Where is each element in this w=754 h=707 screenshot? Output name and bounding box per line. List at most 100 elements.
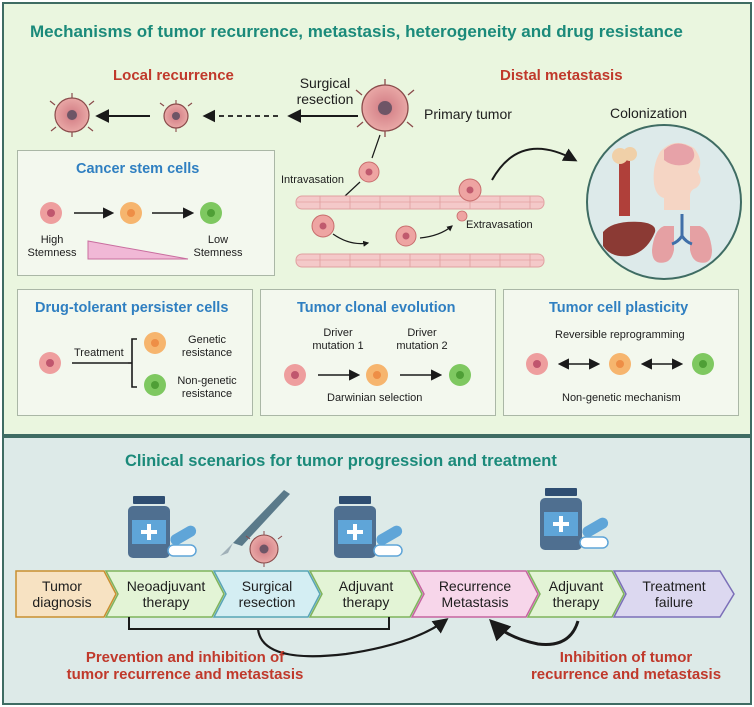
surgical-resection-line-1: Surgical	[299, 75, 351, 91]
tumor-cell-icon	[311, 214, 335, 238]
stem-cell-icon	[284, 364, 471, 386]
step-line-1: Surgical	[241, 577, 293, 594]
capsule-icon	[579, 517, 609, 549]
primary-tumor-icon	[355, 79, 415, 137]
medicine-bottle-icon	[128, 496, 170, 558]
driver-mutation-1-line-2: mutation 1	[312, 339, 364, 352]
stem-cell-icon	[39, 332, 166, 396]
tumor-cell-icon	[358, 161, 380, 183]
treatment-label: Treatment	[74, 347, 124, 359]
tumor-cell-icon	[245, 531, 283, 567]
step-line-2: therapy	[552, 594, 600, 610]
low-stemness-line-1: Low	[207, 234, 229, 246]
distal-metastasis-label: Distal metastasis	[500, 67, 623, 84]
primary-tumor-label: Primary tumor	[424, 106, 512, 122]
tumor-clonal-evolution-title: Tumor clonal evolution	[297, 300, 456, 316]
step-line-2: failure	[654, 594, 694, 610]
surgical-resection-line-2: resection	[296, 91, 354, 108]
reversible-reprogramming-label: Reversible reprogramming	[555, 329, 685, 341]
lungs-icon	[652, 214, 712, 263]
inhibition-label: Inhibition of tumor recurrence and metas…	[512, 649, 740, 684]
capsule-icon	[167, 525, 197, 557]
tumor-cell-plasticity-box	[503, 289, 739, 416]
stem-cell-icon	[526, 353, 714, 375]
step-line-2: Metastasis	[441, 594, 509, 610]
driver-mutation-2-line-2: mutation 2	[396, 339, 448, 352]
tumor-cell-icon	[458, 178, 482, 202]
step-line-1: Tumor	[42, 577, 82, 594]
step-adjuvant-therapy-2	[526, 570, 625, 618]
step-line-1: Neoadjuvant	[126, 577, 206, 594]
non-genetic-resistance-label: Non-genetic resistance	[171, 375, 243, 400]
step-line-1: Adjuvant	[548, 577, 604, 594]
high-stemness-label: High Stemness	[22, 234, 82, 259]
step-line-2: resection	[238, 594, 296, 610]
medicine-bottle-icon	[540, 488, 582, 550]
step-line-2: diagnosis	[32, 594, 92, 610]
step-adjuvant-therapy	[308, 570, 423, 618]
genetic-resistance-line-2: resistance	[181, 346, 233, 359]
tumor-cell-icon	[395, 225, 417, 247]
tumor-clonal-evolution-box	[260, 289, 496, 416]
step-surgical-resection	[212, 570, 321, 618]
driver-mutation-2-label: Driver mutation 2	[392, 327, 452, 352]
step-tumor-diagnosis	[15, 570, 117, 618]
liver-icon	[603, 221, 656, 257]
darwinian-selection-label: Darwinian selection	[327, 392, 423, 404]
non-genetic-resistance-line-1: Non-genetic	[177, 375, 237, 387]
step-treatment-failure	[612, 570, 735, 618]
high-stemness-line-1: High	[40, 234, 64, 246]
low-stemness-label: Low Stemness	[188, 234, 248, 259]
step-line-1: Recurrence	[438, 577, 512, 594]
mechanisms-title: Mechanisms of tumor recurrence, metastas…	[30, 22, 683, 41]
brain-head-icon	[653, 142, 701, 210]
surgical-resection-label: Surgical resection	[280, 75, 370, 107]
low-stemness-line-2: Stemness	[193, 246, 243, 259]
colonization-label: Colonization	[610, 105, 688, 121]
drug-tolerant-persister-title: Drug-tolerant persister cells	[35, 300, 229, 316]
driver-mutation-1-line-1: Driver	[323, 327, 353, 339]
intravasation-label: Intravasation	[281, 174, 344, 186]
cancer-stem-cells-title: Cancer stem cells	[76, 161, 200, 177]
non-genetic-resistance-line-2: resistance	[181, 387, 233, 400]
tumor-cell-icon	[159, 100, 193, 132]
clinical-scenarios-title: Clinical scenarios for tumor progression…	[125, 452, 557, 470]
blood-vessel-icon	[295, 195, 545, 268]
local-recurrence-label: Local recurrence	[113, 67, 234, 84]
tumor-cell-plasticity-title: Tumor cell plasticity	[549, 300, 689, 316]
stemness-gradient-triangle	[87, 240, 189, 260]
medicine-bottle-icon	[334, 496, 376, 558]
capsule-icon	[373, 525, 403, 557]
driver-mutation-2-line-1: Driver	[407, 327, 437, 339]
step-line-2: therapy	[142, 594, 190, 610]
genetic-resistance-label: Genetic resistance	[171, 334, 243, 359]
high-stemness-line-2: Stemness	[27, 246, 77, 259]
step-neoadjuvant-therapy	[104, 570, 225, 618]
bone-icon	[612, 147, 637, 216]
extravasation-label: Extravasation	[466, 219, 533, 231]
prevention-line-2: tumor recurrence and metastasis	[66, 666, 304, 684]
tumor-cell-icon	[49, 93, 95, 137]
prevention-label: Prevention and inhibition of tumor recur…	[40, 649, 330, 684]
step-recurrence-metastasis	[410, 570, 539, 618]
stem-cell-icon	[40, 202, 222, 224]
step-line-1: Treatment	[642, 577, 706, 594]
inhibition-line-1: Inhibition of tumor	[559, 649, 693, 666]
step-line-2: therapy	[342, 594, 390, 610]
genetic-resistance-line-1: Genetic	[188, 334, 226, 346]
non-genetic-mechanism-label: Non-genetic mechanism	[562, 392, 681, 404]
step-line-1: Adjuvant	[338, 577, 394, 594]
scalpel-icon	[220, 490, 290, 556]
drug-tolerant-persister-box	[17, 289, 253, 416]
driver-mutation-1-label: Driver mutation 1	[308, 327, 368, 352]
inhibition-line-2: recurrence and metastasis	[530, 666, 722, 684]
treatment-timeline	[15, 570, 735, 618]
